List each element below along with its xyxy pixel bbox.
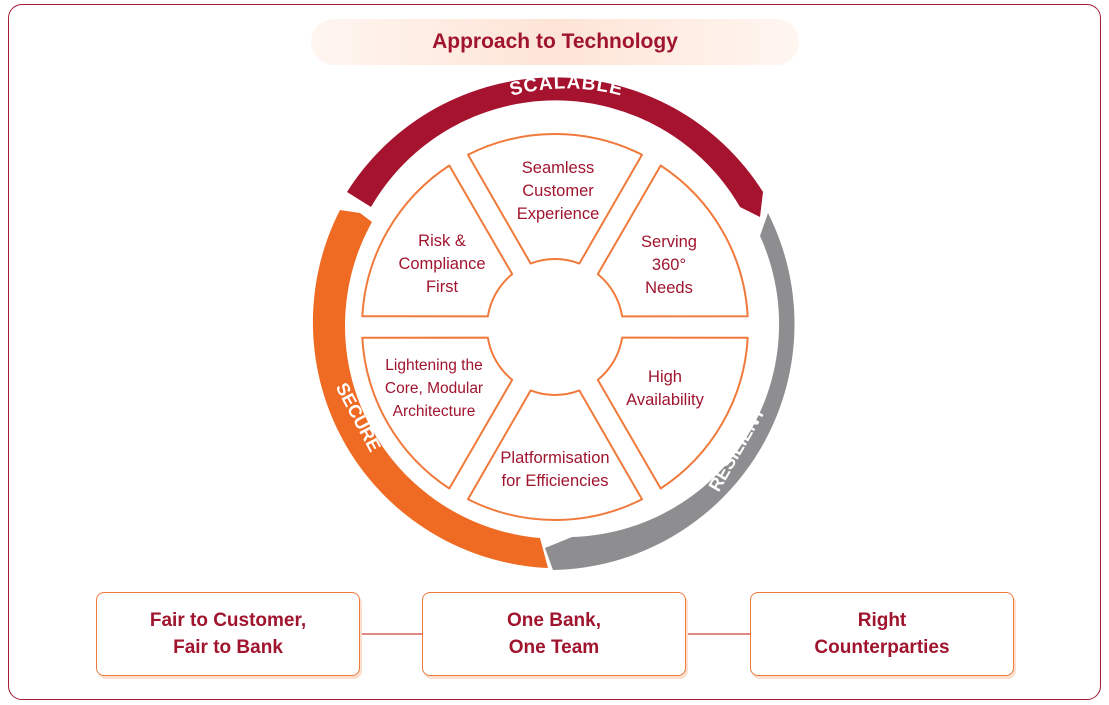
segment-modular-architecture — [361, 336, 514, 490]
principle-box-one-team: One Bank, One Team — [422, 592, 686, 676]
segment-label-customer-experience: Seamless Customer Experience — [516, 159, 600, 223]
ring-arc-scalable — [347, 77, 763, 217]
segment-label-platformisation: Platformisation for Efficiencies — [500, 449, 610, 490]
segment-label-360-needs: Serving 360° Needs — [641, 233, 697, 297]
title-pill: Approach to Technology — [311, 19, 799, 65]
diagram-title: Approach to Technology — [432, 30, 678, 53]
connector-left — [360, 633, 422, 635]
principle-text-fair: Fair to Customer, Fair to Bank — [149, 610, 307, 658]
segments-layer — [361, 133, 749, 521]
segment-customer-experience — [466, 133, 644, 265]
segment-label-modular-architecture: Lightening the Core, Modular Architectur… — [384, 357, 484, 420]
segment-label-high-availability: High Availability — [626, 368, 704, 409]
principle-box-counterparties: Right Counterparties — [750, 592, 1014, 676]
principle-box-fair: Fair to Customer, Fair to Bank — [96, 592, 360, 676]
segment-risk-compliance — [361, 164, 514, 318]
outer-frame — [8, 4, 1101, 700]
segment-high-availability — [596, 336, 749, 490]
ring-arc-secure — [312, 210, 548, 568]
principle-text-one-team: One Bank, One Team — [507, 610, 601, 658]
principle-text-counterparties: Right Counterparties — [814, 610, 950, 658]
ring-arc-resilient — [545, 213, 795, 570]
connector-right — [686, 633, 750, 635]
segment-platformisation — [466, 389, 644, 521]
segment-360-needs — [596, 164, 749, 318]
segment-label-risk-compliance: Risk & Compliance First — [398, 232, 486, 296]
